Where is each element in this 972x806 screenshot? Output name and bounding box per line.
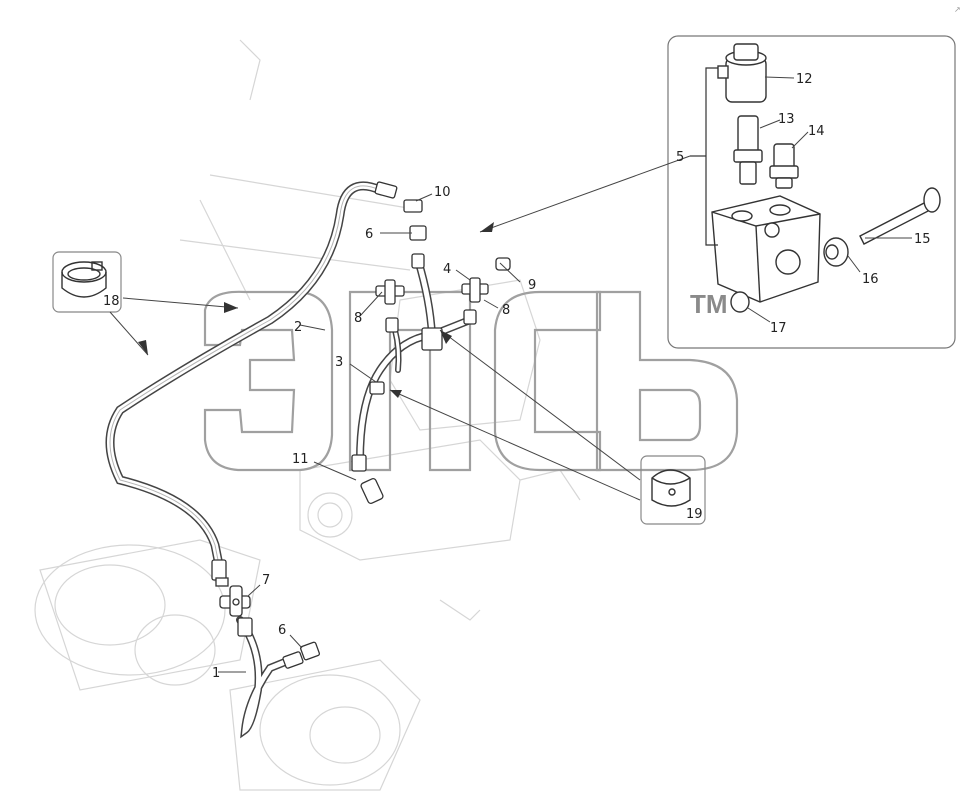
callout-18: 18 bbox=[103, 294, 120, 309]
arrow-heads bbox=[138, 222, 494, 398]
valve-assembly bbox=[711, 43, 941, 313]
callout-8a: 8 bbox=[354, 311, 362, 326]
callout-19: 19 bbox=[686, 507, 703, 522]
callout-9: 9 bbox=[528, 278, 536, 293]
hose-4 bbox=[392, 256, 474, 373]
corner-mark: ↗ bbox=[954, 5, 961, 14]
callout-14: 14 bbox=[808, 124, 825, 139]
callout-11: 11 bbox=[292, 452, 309, 467]
hose-3 bbox=[356, 331, 434, 464]
central-fittings bbox=[351, 199, 511, 505]
hose-2-fittings bbox=[211, 181, 398, 587]
tee-fitting-7 bbox=[219, 585, 251, 617]
callout-6a: 6 bbox=[365, 227, 373, 242]
hose-1 bbox=[236, 616, 294, 739]
callout-7: 7 bbox=[262, 573, 270, 588]
callout-10: 10 bbox=[434, 185, 451, 200]
callout-labels: 1 2 3 4 5 6 6 7 8 8 9 10 11 12 13 14 15 … bbox=[103, 72, 931, 681]
callout-12: 12 bbox=[796, 72, 813, 87]
callout-2: 2 bbox=[294, 320, 302, 335]
leader-lines bbox=[109, 76, 912, 673]
callout-13: 13 bbox=[778, 112, 795, 127]
hose-2 bbox=[105, 181, 385, 575]
bracket-5 bbox=[690, 67, 718, 246]
callout-16: 16 bbox=[862, 272, 879, 287]
clip-part-19 bbox=[651, 469, 691, 507]
ghost-background bbox=[34, 39, 581, 791]
callout-3: 3 bbox=[335, 355, 343, 370]
callout-1: 1 bbox=[212, 666, 220, 681]
callout-5: 5 bbox=[676, 150, 684, 165]
callout-15: 15 bbox=[914, 232, 931, 247]
callout-8b: 8 bbox=[502, 303, 510, 318]
hose-1-fittings bbox=[237, 617, 320, 669]
inset-box-18 bbox=[52, 251, 122, 313]
trademark-label: TM bbox=[690, 289, 728, 319]
hose-clamp-part-18 bbox=[61, 261, 107, 298]
callout-6b: 6 bbox=[278, 623, 286, 638]
inset-box-19 bbox=[640, 455, 706, 525]
callout-17: 17 bbox=[770, 321, 787, 336]
detail-frame bbox=[667, 35, 956, 349]
callout-4: 4 bbox=[443, 262, 451, 277]
